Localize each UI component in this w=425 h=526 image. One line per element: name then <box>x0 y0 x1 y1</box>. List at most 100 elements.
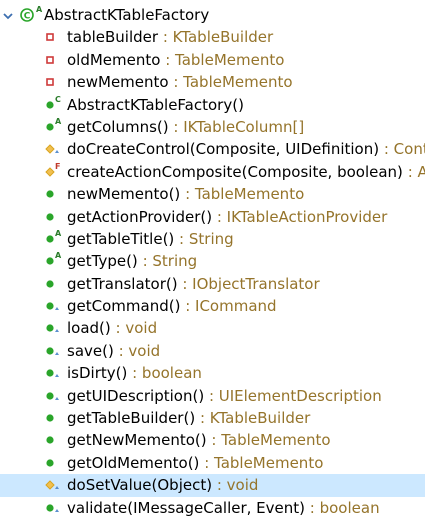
member-name: getTableBuilder() <box>67 409 196 428</box>
protected-method-icon: F <box>45 162 60 177</box>
member-name: getOldMemento() <box>67 453 200 472</box>
member-label: save() : void <box>67 340 160 362</box>
member-label: doSetValue(Object) : void <box>67 474 258 496</box>
member-label: getActionProvider() : IKTableActionProvi… <box>67 206 387 228</box>
public-method-icon <box>46 369 59 378</box>
chevron-down-icon[interactable] <box>3 11 13 21</box>
member-label: getNewMemento() : TableMemento <box>67 429 331 451</box>
member-label: getOldMemento() : TableMemento <box>67 452 323 474</box>
member-name: AbstractKTableFactory() <box>67 95 244 114</box>
member-item[interactable]: doCreateControl(Composite, UIDefinition)… <box>0 138 425 160</box>
member-type: : boolean <box>305 498 380 517</box>
member-type: : boolean <box>127 364 202 383</box>
member-name: getType() <box>67 252 138 271</box>
member-type: : String <box>174 229 234 248</box>
private-field-icon <box>46 55 54 64</box>
class-name: AbstractKTableFactory <box>44 6 210 24</box>
member-name: getCommand() <box>67 297 181 316</box>
member-item[interactable]: getCommand() : ICommand <box>0 295 425 317</box>
public-method-icon <box>46 190 54 198</box>
public-method-icon: A <box>46 229 62 243</box>
member-label: doCreateControl(Composite, UIDefinition)… <box>67 138 425 160</box>
member-name: getTranslator() <box>67 274 178 293</box>
member-type: : IKTableColumn[] <box>168 117 305 136</box>
class-node[interactable]: C A AbstractKTableFactory <box>0 4 425 26</box>
member-item[interactable]: oldMemento : TableMemento <box>0 49 425 71</box>
modifier-icon: C <box>55 95 61 104</box>
modifier-icon: A <box>55 229 62 238</box>
member-label: getUIDescription() : UIElementDescriptio… <box>67 385 382 407</box>
public-method-icon <box>46 459 54 467</box>
member-type: : IObjectTranslator <box>177 274 320 293</box>
member-label: getTableTitle() : String <box>67 228 234 250</box>
member-name: doSetValue(Object) <box>67 476 213 495</box>
member-item[interactable]: C AbstractKTableFactory() <box>0 94 425 116</box>
public-method-icon <box>46 324 59 333</box>
public-method-icon <box>46 503 59 512</box>
member-label: tableBuilder : KTableBuilder <box>67 26 273 48</box>
member-item[interactable]: getNewMemento() : TableMemento <box>0 429 425 451</box>
member-item[interactable]: save() : void <box>0 340 425 362</box>
member-item[interactable]: load() : void <box>0 317 425 339</box>
public-method-icon <box>46 414 54 422</box>
default-modifier-icon <box>55 396 59 400</box>
public-method-icon <box>46 212 54 221</box>
protected-method-icon <box>45 144 59 155</box>
member-item[interactable]: newMemento() : TableMemento <box>0 183 425 205</box>
default-modifier-icon <box>55 150 59 154</box>
abstract-modifier-icon: A <box>36 5 43 14</box>
member-type: : void <box>212 476 259 495</box>
protected-method-icon <box>45 480 59 490</box>
default-modifier-icon <box>55 374 59 378</box>
member-type: : KTableBuilder <box>158 28 274 47</box>
member-item[interactable]: isDirty() : boolean <box>0 362 425 384</box>
public-method-icon <box>46 436 54 445</box>
member-label: getTableBuilder() : KTableBuilder <box>67 407 310 429</box>
member-label: getType() : String <box>67 250 197 272</box>
svg-text:C: C <box>24 12 31 22</box>
private-field-icon <box>46 33 54 42</box>
member-label: newMemento() : TableMemento <box>67 183 304 205</box>
member-name: newMemento <box>67 73 169 92</box>
member-type: : void <box>113 341 161 360</box>
public-method-icon: C <box>46 95 61 109</box>
public-method-icon <box>46 302 59 311</box>
member-label: createActionComposite(Composite, boolean… <box>67 161 425 183</box>
member-label: load() : void <box>67 317 157 339</box>
member-item[interactable]: getTableBuilder() : KTableBuilder <box>0 407 425 429</box>
member-type: : Contro <box>383 140 425 159</box>
member-name: getUIDescription() <box>67 386 205 405</box>
member-name: oldMemento <box>67 50 161 69</box>
public-method-icon <box>46 392 59 400</box>
member-type: : UIElementDescription <box>204 386 382 405</box>
public-method-icon <box>46 347 59 355</box>
member-item[interactable]: getOldMemento() : TableMemento <box>0 452 425 474</box>
member-name: save() <box>67 341 114 360</box>
member-item[interactable]: validate(IMessageCaller, Event) : boolea… <box>0 497 425 519</box>
default-modifier-icon <box>55 486 59 490</box>
public-method-icon: A <box>46 251 62 265</box>
member-type: : TableMemento <box>160 50 285 69</box>
member-type: : IKTableActionProvider <box>212 207 388 226</box>
member-type: : TableMemento <box>180 185 305 204</box>
member-item[interactable]: getActionProvider() : IKTableActionProvi… <box>0 206 425 228</box>
public-method-icon <box>46 280 54 288</box>
member-item[interactable]: tableBuilder : KTableBuilder <box>0 26 425 48</box>
member-item[interactable]: getUIDescription() : UIElementDescriptio… <box>0 385 425 407</box>
member-name: createActionComposite(Composite, boolean… <box>67 162 403 181</box>
member-item[interactable]: getTranslator() : IObjectTranslator <box>0 273 425 295</box>
member-label: getColumns() : IKTableColumn[] <box>67 116 304 138</box>
default-modifier-icon <box>55 351 59 355</box>
class-icon: C A <box>20 5 43 22</box>
member-item[interactable]: newMemento : TableMemento <box>0 71 425 93</box>
member-item[interactable]: doSetValue(Object) : void <box>0 474 425 497</box>
modifier-icon: F <box>55 162 60 171</box>
member-type: : String <box>137 252 198 271</box>
modifier-icon: A <box>55 251 62 260</box>
